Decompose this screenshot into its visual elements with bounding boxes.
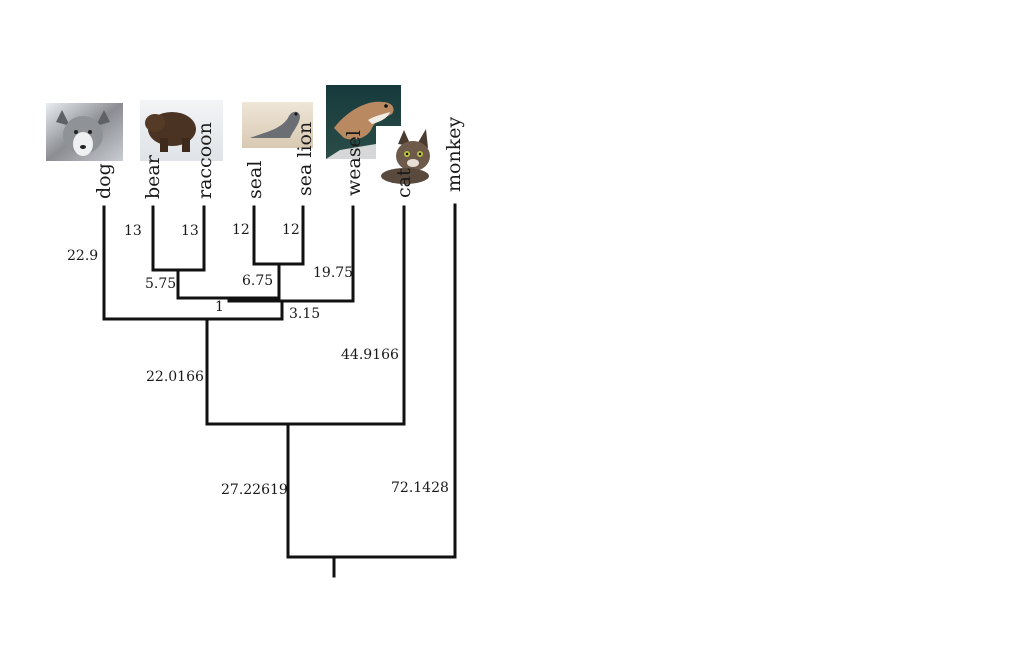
- taxon-labels: dog bear raccoon seal sea lion weasel ca…: [93, 117, 465, 199]
- branch-length-weasel: 19.75: [313, 265, 353, 281]
- wolf-photo: [46, 103, 123, 161]
- branch-length-carnivora: 27.22619: [221, 482, 288, 498]
- branch-length-raccoon: 13: [181, 223, 199, 239]
- taxon-label-seal: seal: [244, 161, 266, 199]
- brown-bear-photo: [140, 100, 223, 161]
- branch-length-cat: 44.9166: [341, 347, 399, 363]
- branch-length-seal-sealion: 6.75: [242, 273, 273, 289]
- branch-length-monkey: 72.1428: [391, 480, 449, 496]
- branch-length-3-15: 3.15: [289, 306, 320, 322]
- taxon-label-raccoon: raccoon: [194, 122, 216, 199]
- branch-length-one: 1: [215, 299, 224, 315]
- seal-photo: [242, 102, 313, 148]
- branch-length-bear: 13: [124, 223, 142, 239]
- taxon-label-bear: bear: [142, 154, 164, 199]
- branch-length-caniforms: 22.0166: [146, 369, 204, 385]
- tree-branches: [102, 203, 457, 578]
- taxon-label-dog: dog: [93, 163, 115, 199]
- taxon-label-monkey: monkey: [443, 117, 465, 192]
- branch-length-labels: 22.9 13 13 12 12 5.75 6.75 19.75 1 3.15 …: [67, 222, 449, 498]
- branch-length-dog: 22.9: [67, 248, 98, 264]
- taxon-label-cat: cat: [393, 168, 415, 198]
- kitten-photo: [376, 126, 438, 184]
- taxon-label-sea-lion: sea lion: [294, 122, 316, 196]
- branch-length-bear-raccoon: 5.75: [145, 276, 176, 292]
- branch-length-sea-lion: 12: [282, 222, 300, 238]
- taxon-label-weasel: weasel: [343, 130, 365, 196]
- branch-length-seal: 12: [232, 222, 250, 238]
